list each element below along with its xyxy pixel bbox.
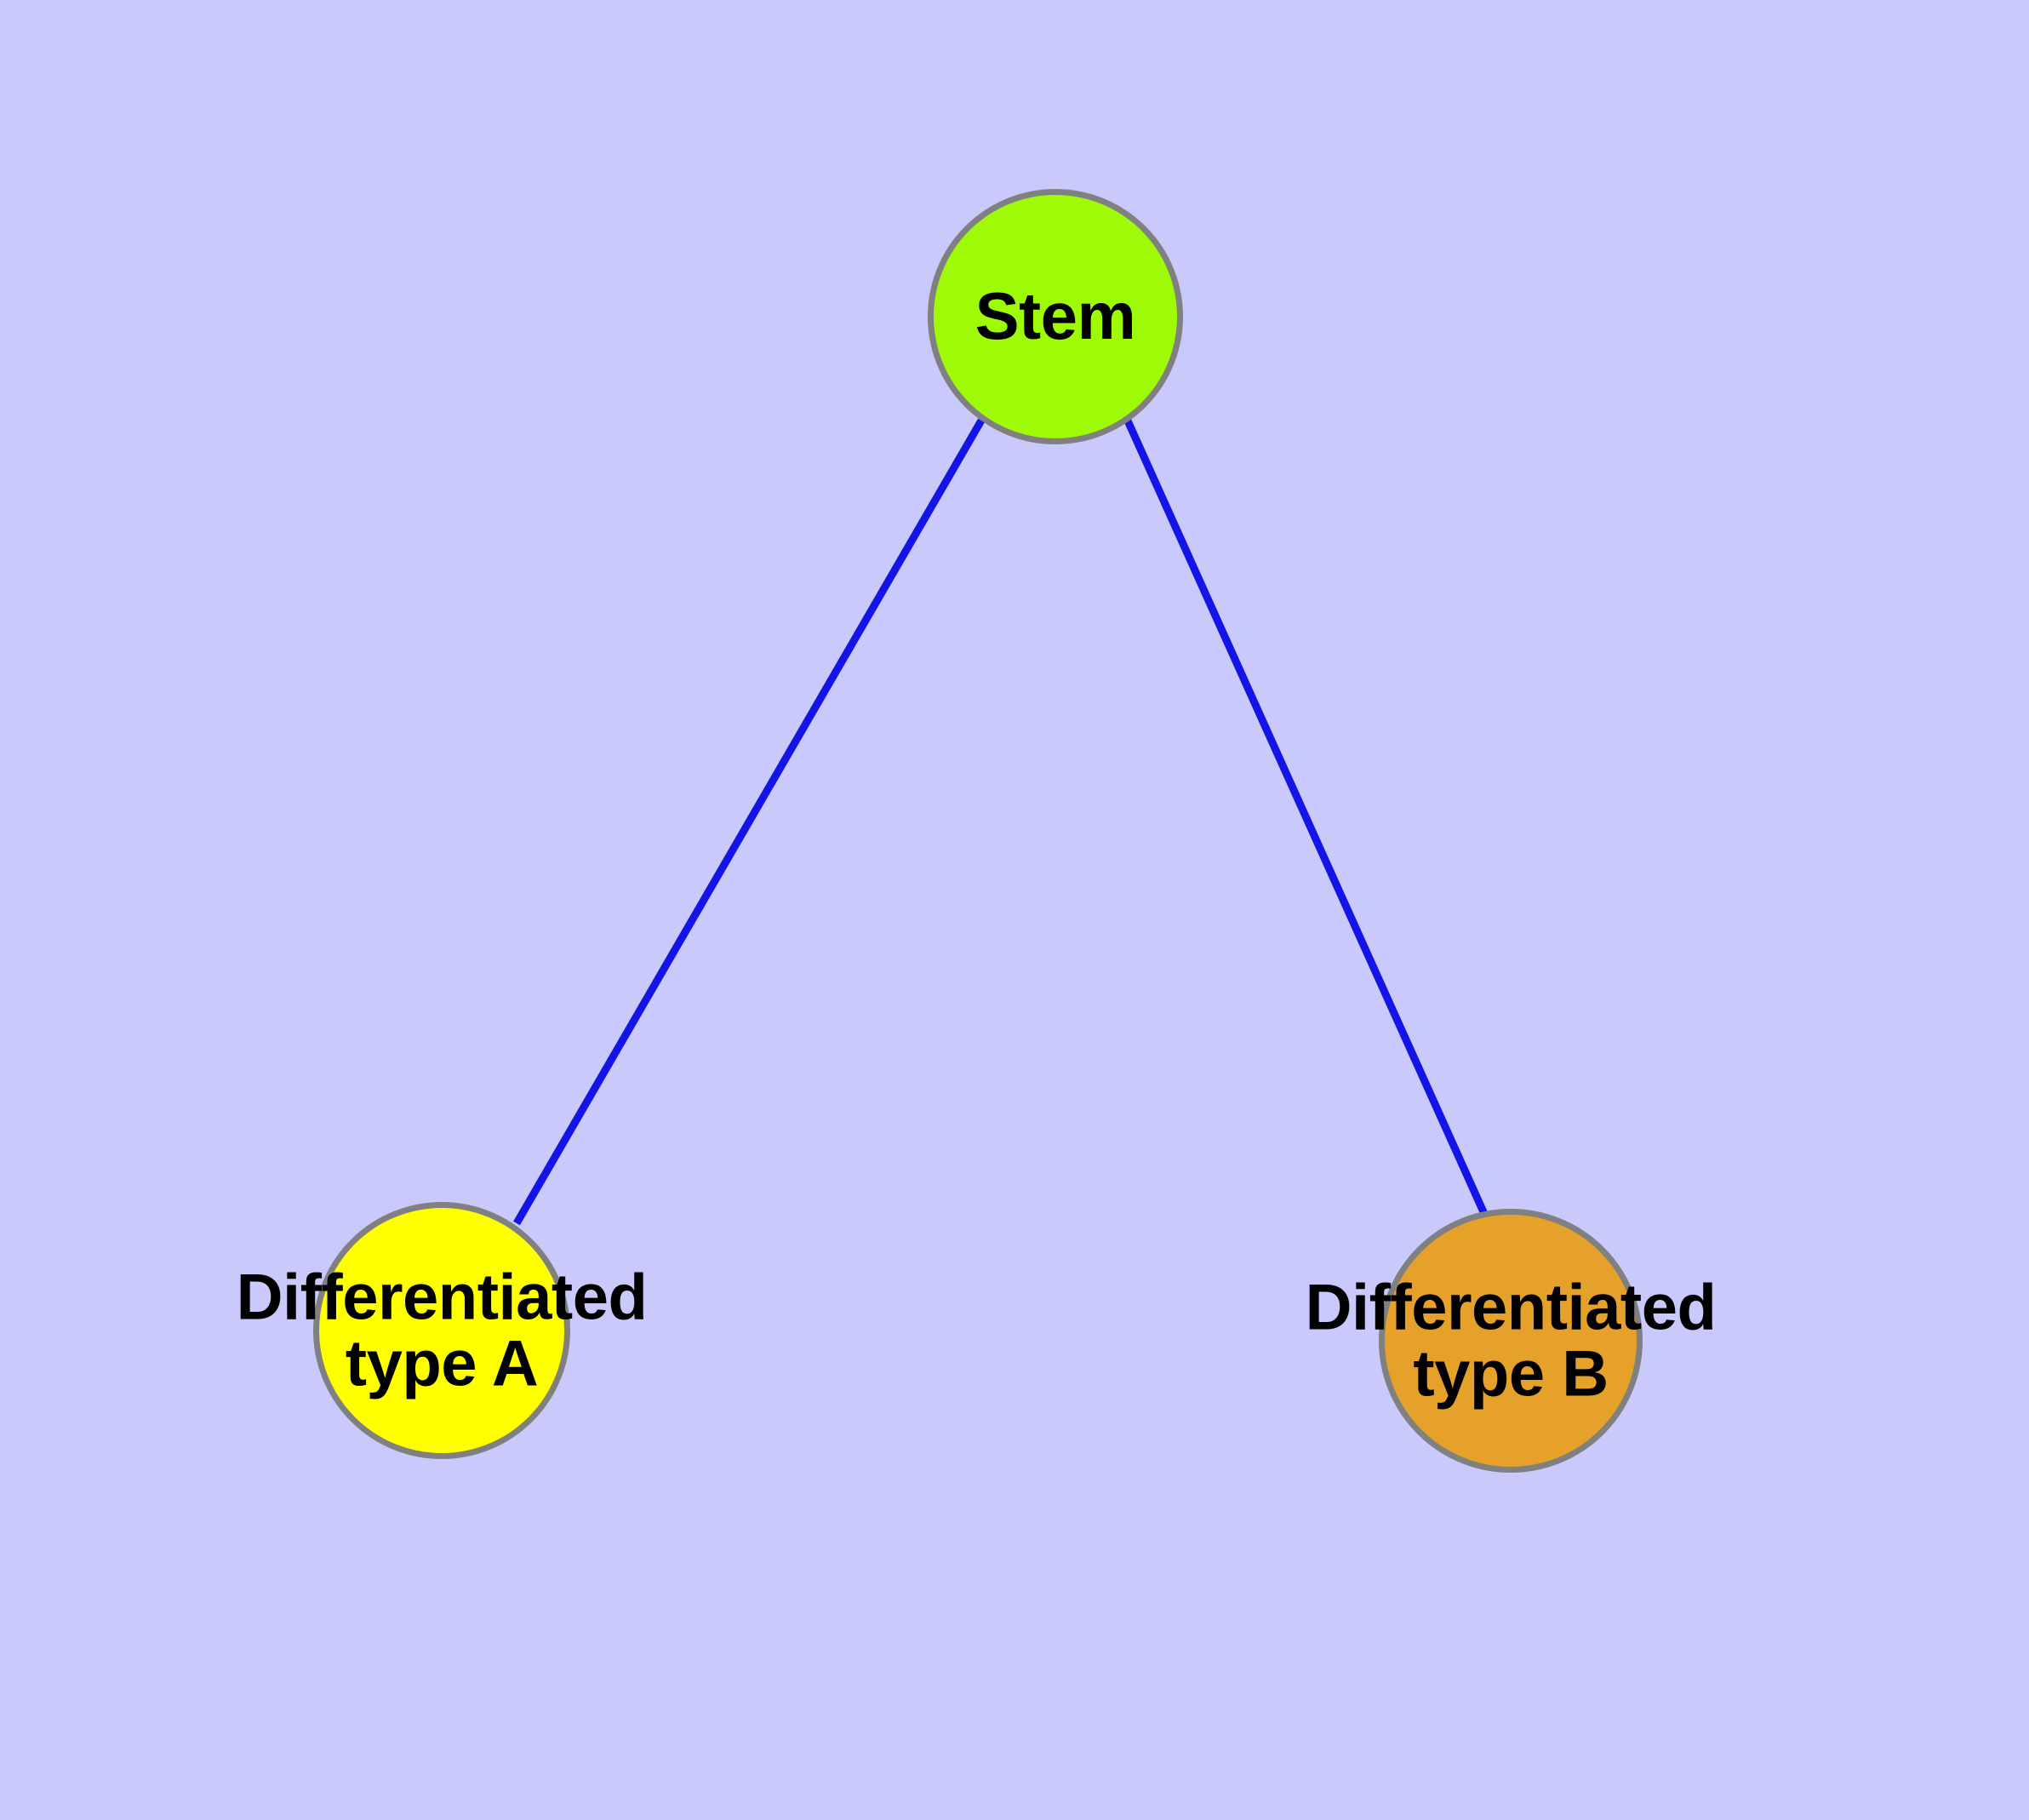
edge-stem-to-type-a bbox=[513, 418, 985, 1226]
edge-stem-to-type-b bbox=[1123, 417, 1493, 1225]
node-differentiated-type-b[interactable]: Differentiated type B bbox=[1306, 1209, 1717, 1473]
node-stem[interactable]: Stem bbox=[928, 189, 1183, 444]
node-differentiated-type-a-label: Differentiated type A bbox=[236, 1261, 648, 1399]
node-differentiated-type-a[interactable]: Differentiated type A bbox=[237, 1202, 648, 1459]
node-stem-label: Stem bbox=[974, 278, 1136, 354]
node-differentiated-type-b-label: Differentiated type B bbox=[1305, 1271, 1717, 1410]
